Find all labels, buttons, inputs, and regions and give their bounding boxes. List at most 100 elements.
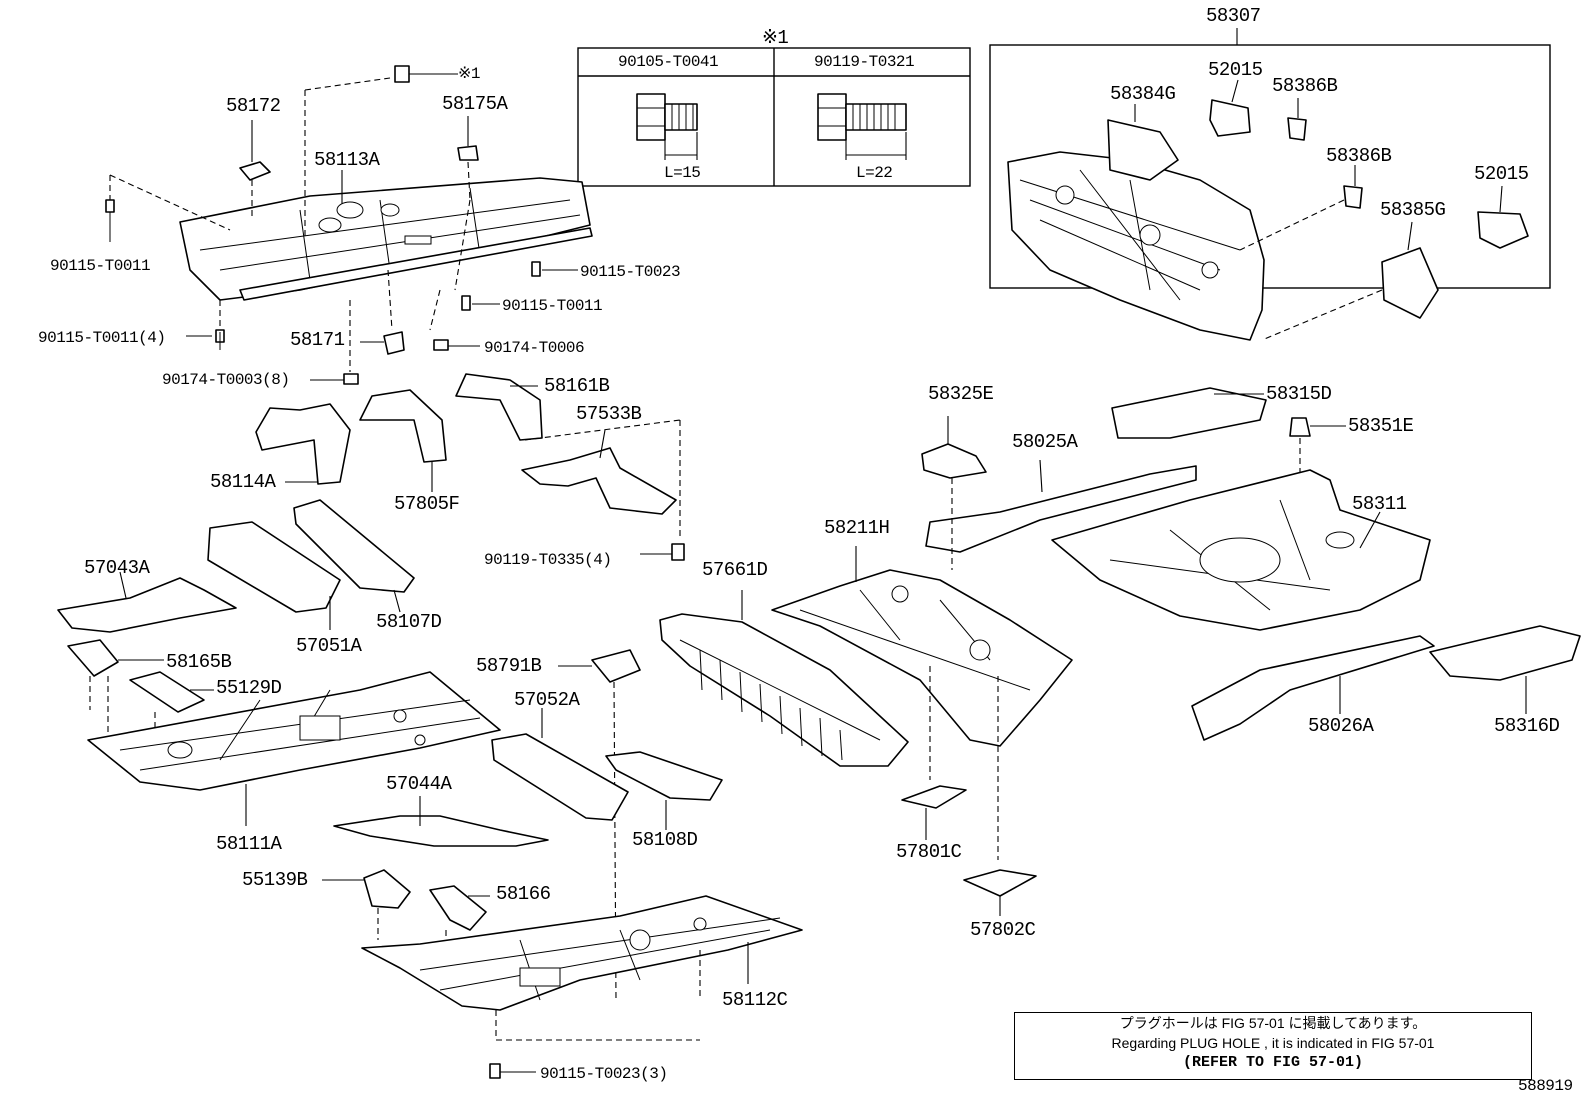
label-57802c: 57802C — [970, 919, 1036, 941]
label-57043a: 57043A — [84, 557, 150, 579]
bracket-58791b — [591, 649, 641, 683]
bracket-55129d — [129, 671, 205, 713]
flange-bolt-icon — [636, 93, 698, 160]
bracket-58385g — [1381, 247, 1439, 319]
label-90115-t0023-3: 90115-T0023(3) — [540, 1065, 668, 1083]
label-58161b: 58161B — [544, 375, 610, 397]
label-58172: 58172 — [226, 95, 281, 117]
label-90174-t0006: 90174-T0006 — [484, 339, 585, 357]
label-58108d: 58108D — [632, 829, 698, 851]
bracket-57802c — [963, 869, 1037, 897]
label-58166: 58166 — [496, 883, 551, 905]
label-58351e: 58351E — [1348, 415, 1414, 437]
label-90174-t0003-8: 90174-T0003(8) — [162, 371, 290, 389]
label-55139b: 55139B — [242, 869, 308, 891]
label-58111a: 58111A — [216, 833, 282, 855]
bracket-58386b-b — [1343, 185, 1363, 209]
fastener-table — [577, 47, 971, 187]
label-58384g: 58384G — [1110, 83, 1176, 105]
label-57052a: 57052A — [514, 689, 580, 711]
label-58107d: 58107D — [376, 611, 442, 633]
label-58316d: 58316D — [1494, 715, 1560, 737]
label-58211h: 58211H — [824, 517, 890, 539]
label-90115-t0011: 90115-T0011 — [50, 257, 151, 275]
bracket-57801c — [901, 785, 967, 809]
member-58026a — [1191, 635, 1435, 741]
label-57805f: 57805F — [394, 493, 460, 515]
bracket-52015-b — [1477, 211, 1529, 249]
bolt-90115-t0011-mid — [461, 295, 500, 311]
label-90115-t0011-4: 90115-T0011(4) — [38, 329, 166, 347]
dash-panel-58307 — [1007, 151, 1265, 341]
bracket-52015-a — [1209, 99, 1251, 137]
label-58386b-b: 58386B — [1326, 145, 1392, 167]
label-58315d: 58315D — [1266, 383, 1332, 405]
label-57051a: 57051A — [296, 635, 362, 657]
label-58386b-a: 58386B — [1272, 75, 1338, 97]
member-57044a — [333, 815, 549, 847]
label-58113a: 58113A — [314, 149, 380, 171]
label-length-22: L=22 — [856, 164, 893, 182]
bracket-58114a — [255, 403, 351, 485]
floor-pan-58112c — [361, 895, 803, 1011]
bracket-58165b — [67, 639, 119, 677]
panel-58316d — [1429, 625, 1581, 681]
seal-57533b — [521, 447, 677, 515]
label-90105-t0041: 90105-T0041 — [618, 53, 719, 71]
label-58114a: 58114A — [210, 471, 276, 493]
label-57801c: 57801C — [896, 841, 962, 863]
clip-90174-t0003 — [343, 373, 359, 385]
bracket-58386b-a — [1287, 117, 1307, 141]
label-length-15: L=15 — [664, 164, 701, 182]
label-90115-t0011-b: 90115-T0011 — [502, 297, 603, 315]
note-japanese: プラグホールは FIG 57-01 に掲載してあります。 — [1119, 1015, 1427, 1031]
label-57661d: 57661D — [702, 559, 768, 581]
label-90119-t0321: 90119-T0321 — [814, 53, 915, 71]
bolt-90115-t0011-left — [105, 199, 115, 242]
flange-bolt-long-icon — [817, 93, 907, 160]
clip-90174-t0006 — [433, 339, 449, 351]
label-58307: 58307 — [1206, 5, 1261, 27]
label-58165b: 58165B — [166, 651, 232, 673]
front-floor-pan-58111a — [87, 671, 501, 826]
label-58171: 58171 — [290, 329, 345, 351]
panel-58315d — [1111, 387, 1267, 439]
member-57051a — [207, 521, 341, 613]
label-90119-t0335-4: 90119-T0335(4) — [484, 551, 612, 569]
label-57533b: 57533B — [576, 403, 642, 425]
label-58025a: 58025A — [1012, 431, 1078, 453]
figure-number: 588919 — [1518, 1077, 1573, 1095]
label-58325e: 58325E — [928, 383, 994, 405]
plug-hole-note: プラグホールは FIG 57-01 に掲載してあります。 Regarding P… — [1014, 1012, 1532, 1080]
crossmember-57661d — [659, 590, 909, 767]
bracket-57805f — [359, 389, 447, 463]
bolt-90119-t0335 — [640, 543, 685, 561]
label-58175a: 58175A — [442, 93, 508, 115]
label-57044a: 57044A — [386, 773, 452, 795]
label-symbol-1: ※1 — [458, 65, 481, 83]
label-symbol-note: ※1 — [762, 27, 789, 49]
bolt-symbol-1 — [394, 65, 458, 83]
note-reference: (REFER TO FIG 57-01) — [1182, 1054, 1364, 1071]
bolt-90115-t0011-4 — [186, 329, 225, 350]
rear-floor-pan-58311 — [1051, 469, 1431, 631]
center-floor-58211h — [771, 546, 1073, 747]
bracket-58172 — [239, 161, 271, 181]
member-57052a — [491, 733, 629, 821]
member-58108d — [605, 751, 723, 801]
member-58025a — [925, 465, 1197, 553]
bolt-90115-t0023-3 — [489, 1063, 536, 1079]
bumper-58351e — [1289, 417, 1311, 437]
label-58385g: 58385G — [1380, 199, 1446, 221]
bracket-58161b — [455, 373, 543, 441]
bracket-58166 — [429, 885, 487, 931]
note-english: Regarding PLUG HOLE , it is indicated in… — [1111, 1035, 1435, 1051]
clip-58175a — [457, 145, 479, 161]
label-90115-t0023: 90115-T0023 — [580, 263, 681, 281]
bracket-58384g — [1107, 119, 1179, 181]
label-58791b: 58791B — [476, 655, 542, 677]
plug-58171 — [383, 331, 405, 355]
label-58026a: 58026A — [1308, 715, 1374, 737]
bracket-55139b — [363, 869, 411, 909]
